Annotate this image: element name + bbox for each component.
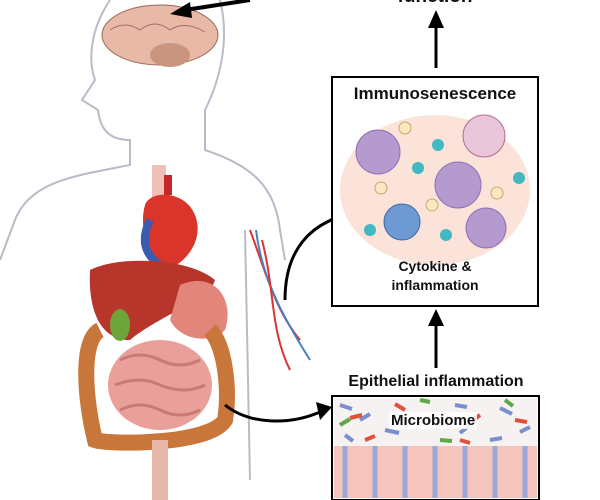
brain-illustration [101,4,219,67]
top-function-label: function [360,0,510,8]
body-outline [0,0,286,481]
immunosenescence-title: Immunosenescence [353,84,517,103]
cytokine-caption-line1: Cytokine & [398,258,472,274]
blood-vessels [249,229,311,371]
immune-cells [355,114,525,249]
gallbladder [110,309,130,341]
cytokine-caption-line2: inflammation [391,277,479,293]
intestines [78,322,235,500]
arrow-to-brain [184,0,251,12]
epithelial-inflammation-title: Epithelial inflammation [348,373,524,390]
stomach [170,281,228,339]
microbiome-label: Microbiome [389,412,478,429]
heart-illustration [140,175,198,270]
arrow-gut-to-epithelium [224,403,321,423]
